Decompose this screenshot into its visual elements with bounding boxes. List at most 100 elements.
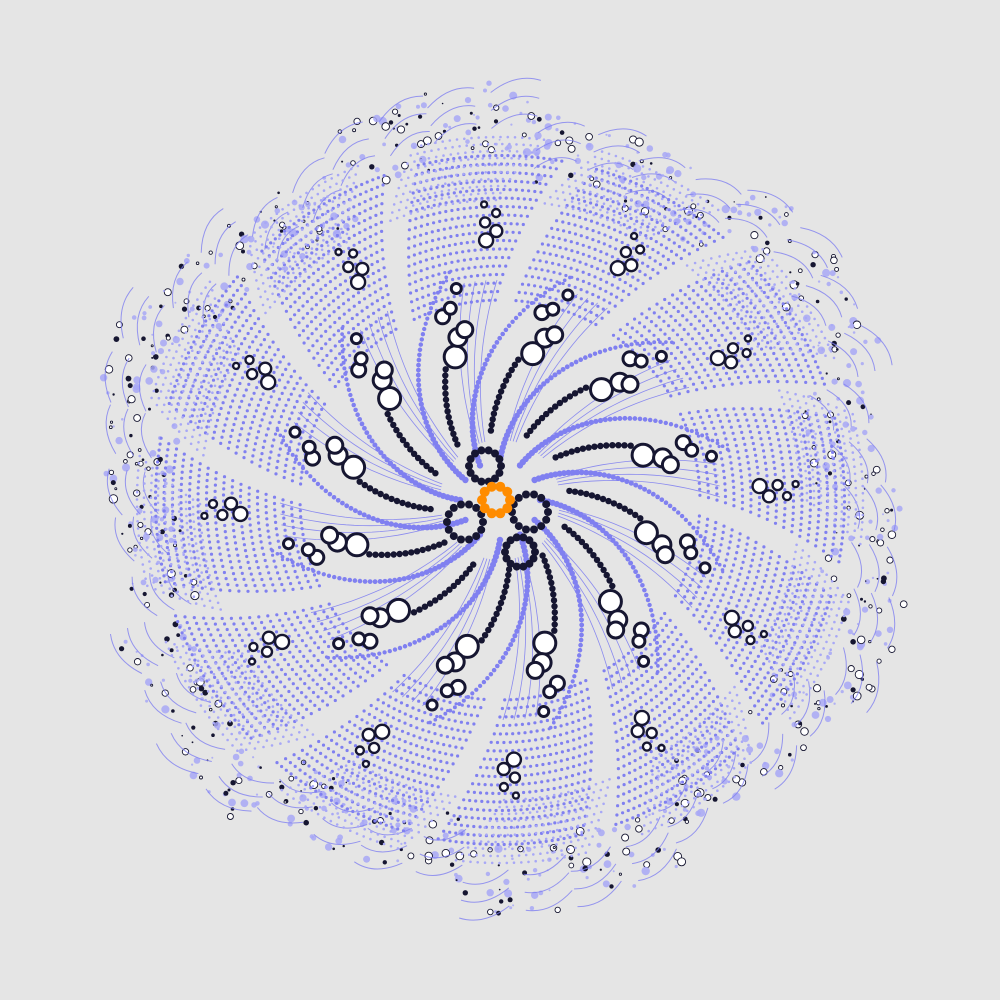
fan-dot — [226, 446, 230, 450]
fringe-dot — [123, 639, 128, 644]
fan-dot — [246, 589, 250, 593]
fan-dot — [303, 788, 307, 791]
fan-dot — [182, 543, 186, 547]
fan-dot — [361, 777, 365, 781]
fan-dot — [220, 379, 224, 383]
fan-dot — [469, 860, 472, 864]
fan-dot — [535, 803, 538, 807]
fan-dot — [302, 279, 306, 283]
fan-dot — [215, 690, 219, 694]
fringe-dot — [768, 223, 772, 227]
fan-dot — [380, 192, 384, 196]
fan-dot — [752, 646, 756, 650]
fan-dot — [221, 429, 226, 433]
fringe-dot — [462, 890, 468, 896]
fan-dot — [255, 691, 259, 695]
fringe-dot — [141, 336, 146, 342]
fan-dot — [232, 702, 236, 705]
fan-dot — [241, 356, 245, 360]
fringe-ring — [884, 508, 890, 514]
fringe-dot — [142, 311, 147, 316]
fan-dot — [264, 675, 268, 679]
fan-dot — [660, 823, 664, 827]
fan-dot — [748, 752, 751, 756]
fan-dot — [776, 655, 780, 659]
fan-dot — [351, 680, 355, 684]
fan-dot — [392, 735, 396, 739]
fan-dot — [411, 760, 415, 765]
fan-dot — [347, 308, 351, 312]
fan-dot — [353, 723, 357, 727]
fan-dot — [702, 773, 705, 777]
fan-dot — [286, 271, 290, 275]
fan-dot — [499, 833, 503, 837]
fan-dot — [205, 660, 208, 664]
fan-dot — [558, 794, 562, 798]
fan-dot — [540, 845, 544, 848]
fan-dot — [384, 776, 388, 779]
fan-dot — [433, 732, 437, 736]
fan-dot — [435, 714, 439, 719]
fan-dot — [415, 726, 419, 730]
fan-dot — [398, 709, 402, 714]
fan-dot — [452, 814, 456, 818]
fan-dot — [617, 680, 621, 684]
fan-dot — [677, 709, 681, 713]
fan-dot — [230, 732, 233, 736]
fan-dot — [258, 572, 262, 576]
fan-dot — [798, 577, 803, 581]
fan-dot — [576, 781, 580, 785]
fan-dot — [291, 519, 295, 523]
fringe-curl — [870, 592, 879, 643]
fan-dot — [200, 381, 203, 384]
fan-dot — [304, 400, 308, 404]
fan-dot — [287, 677, 291, 681]
fan-dot — [298, 394, 302, 398]
fan-dot — [785, 685, 788, 689]
fan-dot — [727, 771, 730, 775]
fringe-dot — [865, 580, 867, 582]
fan-dot — [376, 810, 380, 814]
fringe-dot — [623, 199, 628, 203]
fan-dot — [233, 393, 237, 397]
fan-dot — [313, 401, 317, 405]
fan-dot — [267, 400, 271, 405]
fan-dot — [154, 520, 158, 524]
fan-dot — [381, 257, 385, 261]
fringe-dot — [846, 363, 852, 369]
fan-dot — [418, 787, 422, 791]
fan-dot — [483, 861, 487, 864]
fan-dot — [459, 720, 463, 724]
fan-dot — [141, 563, 145, 566]
fan-dot — [289, 246, 293, 250]
fringe-curl — [749, 722, 770, 764]
fan-dot — [788, 694, 791, 697]
fan-dot — [228, 345, 232, 349]
fan-dot — [224, 651, 227, 654]
fan-dot — [226, 357, 229, 361]
fringe-dot — [822, 268, 831, 277]
fan-dot — [164, 485, 167, 488]
fan-dot — [170, 594, 173, 597]
fan-dot — [344, 787, 348, 791]
fan-dot — [235, 669, 238, 672]
fringe-curl — [695, 178, 742, 195]
fan-dot — [639, 705, 644, 709]
fan-dot — [177, 488, 181, 492]
fan-dot — [191, 318, 195, 322]
fan-dot — [199, 540, 203, 544]
fan-dot — [183, 615, 187, 619]
fan-dot — [577, 736, 582, 740]
fan-dot — [701, 596, 705, 601]
fan-dot — [179, 531, 182, 535]
fan-dot — [505, 805, 509, 809]
fan-dot — [177, 373, 181, 377]
fan-dot — [214, 594, 218, 598]
fan-dot — [214, 662, 217, 665]
fan-dot — [671, 642, 675, 647]
fan-dot — [589, 741, 593, 745]
fan-dot — [666, 759, 670, 763]
fringe-dot — [279, 229, 284, 233]
fan-dot — [367, 799, 370, 802]
fringe-dot — [142, 591, 147, 597]
